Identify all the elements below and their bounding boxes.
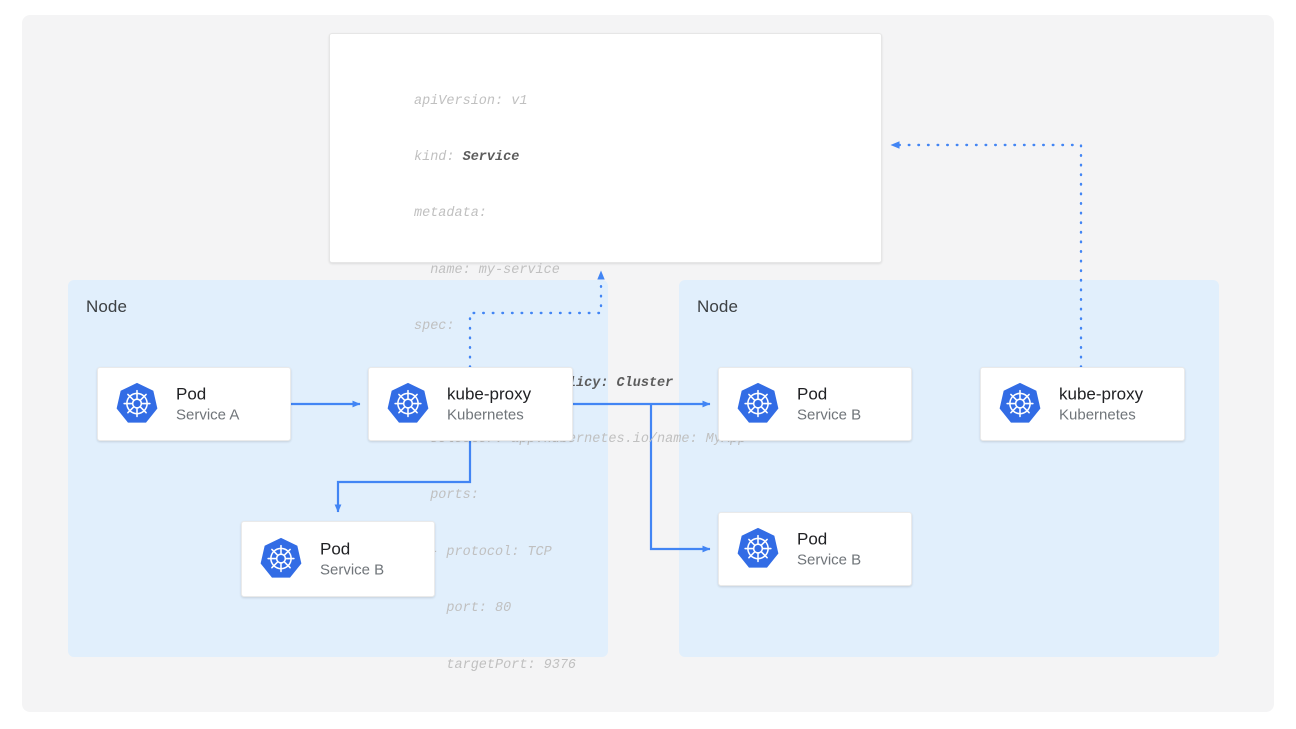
- service-manifest-panel: apiVersion: v1 kind: Service metadata: n…: [329, 33, 882, 673]
- yaml-line-kind: kind: Service: [414, 149, 746, 168]
- yaml-kind-value: Service: [462, 149, 520, 165]
- card-text-block: kube-proxy Kubernetes: [447, 384, 531, 425]
- card-subtitle: Kubernetes: [1059, 406, 1136, 424]
- card-title: Pod: [797, 529, 828, 549]
- card-kube-proxy-left[interactable]: kube-proxy Kubernetes: [368, 367, 573, 441]
- kubernetes-icon: [116, 382, 158, 423]
- card-pod-service-b-top[interactable]: Pod Service B: [718, 367, 912, 441]
- yaml-line-port: port: 80: [414, 601, 512, 617]
- yaml-line-protocol: - protocol: TCP: [414, 544, 552, 560]
- card-title: Pod: [176, 384, 207, 404]
- kubernetes-icon: [737, 382, 779, 423]
- card-subtitle: Service B: [797, 551, 862, 569]
- card-subtitle: Kubernetes: [447, 406, 524, 424]
- card-subtitle: Service B: [320, 561, 385, 579]
- card-title: kube-proxy: [447, 384, 532, 404]
- card-text-block: Pod Service B: [320, 539, 384, 580]
- yaml-line-apiversion: apiVersion: v1: [414, 93, 528, 109]
- node-container-right: [679, 280, 1219, 657]
- card-title: Pod: [797, 384, 828, 404]
- card-text-block: Pod Service B: [797, 384, 861, 425]
- card-title: kube-proxy: [1059, 384, 1144, 404]
- card-text-block: Pod Service A: [176, 384, 239, 425]
- kubernetes-icon: [737, 527, 779, 568]
- card-subtitle: Service A: [176, 406, 240, 424]
- card-pod-service-b-local[interactable]: Pod Service B: [241, 521, 435, 597]
- kubernetes-icon: [260, 537, 302, 578]
- card-pod-service-b-bottom[interactable]: Pod Service B: [718, 512, 912, 586]
- yaml-line-name: name: my-service: [414, 262, 560, 278]
- card-kube-proxy-right[interactable]: kube-proxy Kubernetes: [980, 367, 1185, 441]
- yaml-line-metadata: metadata:: [414, 206, 487, 222]
- card-pod-service-a[interactable]: Pod Service A: [97, 367, 291, 441]
- card-subtitle: Service B: [797, 406, 862, 424]
- yaml-kind-key: kind:: [414, 149, 463, 165]
- yaml-line-ports: ports:: [414, 488, 479, 504]
- card-text-block: kube-proxy Kubernetes: [1059, 384, 1143, 425]
- card-title: Pod: [320, 539, 351, 559]
- yaml-line-spec: spec:: [414, 319, 455, 335]
- kubernetes-icon: [387, 382, 429, 423]
- node-label-right: Node: [697, 297, 739, 316]
- kubernetes-icon: [999, 382, 1041, 423]
- yaml-line-targetport: targetPort: 9376: [414, 657, 577, 673]
- card-text-block: Pod Service B: [797, 529, 861, 570]
- node-label-left: Node: [86, 297, 128, 316]
